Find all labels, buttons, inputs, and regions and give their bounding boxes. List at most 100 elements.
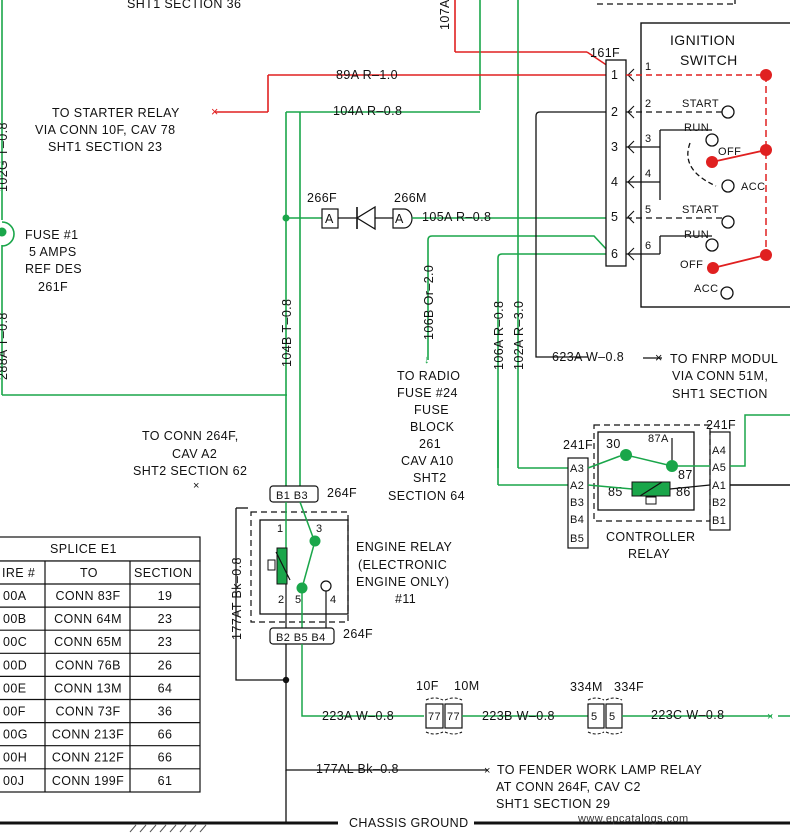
- label-102a: 102A R–3.0: [512, 301, 526, 370]
- engine-relay-l1: ENGINE RELAY: [356, 540, 453, 554]
- conn-264f-top: [269, 485, 319, 503]
- pin-2: 2: [611, 105, 618, 119]
- splice-h-2: SECTION: [134, 566, 192, 580]
- engine-relay-l4: #11: [395, 592, 416, 606]
- splice-h-1: TO: [80, 566, 98, 580]
- conn-161f: [605, 59, 627, 267]
- splice-cell: CONN 212F: [52, 751, 124, 765]
- svg-text:↓: ↓: [424, 354, 430, 366]
- top-section-ref: SHT1 SECTION 36: [127, 0, 241, 11]
- svg-text:3: 3: [316, 523, 323, 535]
- svg-text:3: 3: [645, 133, 652, 145]
- conn-241f-left: [567, 457, 589, 549]
- label-106a: 106A R–0.8: [492, 301, 506, 370]
- svg-text:5: 5: [645, 204, 652, 216]
- ignition-title-1: IGNITION: [670, 32, 735, 48]
- svg-text:B5: B5: [570, 533, 584, 545]
- svg-text:B2 B5 B4: B2 B5 B4: [276, 632, 326, 644]
- fuse1-l3: REF DES: [25, 262, 82, 276]
- splice-title: SPLICE E1: [50, 542, 117, 556]
- ign-run-a: RUN: [684, 122, 709, 134]
- svg-text:87: 87: [678, 468, 693, 482]
- wire-223a: [301, 644, 424, 717]
- engine-relay-coil: [276, 547, 288, 585]
- splice-cell: 19: [158, 589, 173, 603]
- svg-text:30: 30: [606, 437, 621, 451]
- svg-text:4: 4: [330, 594, 337, 606]
- svg-text:A3: A3: [570, 463, 584, 475]
- ign-start-b: START: [682, 204, 719, 216]
- pin-1: 1: [611, 68, 618, 82]
- conn264-l1: TO CONN 264F,: [142, 429, 239, 443]
- svg-text:77: 77: [447, 711, 460, 723]
- svg-text:6: 6: [645, 240, 652, 252]
- ign-off-a: [706, 156, 718, 168]
- splice-cell: CONN 65M: [54, 635, 122, 649]
- conn264-l2: CAV A2: [172, 447, 217, 461]
- conn264-l3: SHT2 SECTION 62: [133, 464, 247, 478]
- fnrp-l3: SHT1 SECTION: [672, 387, 768, 401]
- label-177al: 177AL Bk–0.8: [316, 762, 399, 776]
- ign-off-a-label: OFF: [718, 146, 741, 158]
- svg-text:334F: 334F: [614, 680, 644, 694]
- splice-h-0: IRE #: [2, 566, 35, 580]
- splice-cell: 26: [158, 658, 173, 672]
- fnrp-l1: TO FNRP MODUL: [670, 352, 778, 366]
- svg-text:10M: 10M: [454, 679, 480, 693]
- fender-l2: AT CONN 264F, CAV C2: [496, 780, 641, 794]
- svg-text:×: ×: [193, 480, 200, 492]
- ign-start-a: START: [682, 98, 719, 110]
- svg-text:A4: A4: [712, 445, 726, 457]
- svg-text:334M: 334M: [570, 680, 603, 694]
- label-223b: 223B W–0.8: [482, 709, 555, 723]
- svg-text:×: ×: [484, 765, 491, 777]
- splice-cell: CONN 13M: [54, 681, 122, 695]
- svg-text:264F: 264F: [343, 627, 373, 641]
- splice-cell: 00E: [3, 681, 26, 695]
- engine-relay-l2: (ELECTRONIC: [358, 558, 447, 572]
- radio-l4: BLOCK: [410, 420, 455, 434]
- conn-161f-chevrons: [627, 68, 635, 261]
- svg-text:B3: B3: [570, 497, 584, 509]
- watermark: www.epcatalogs.com: [577, 813, 689, 825]
- svg-text:264F: 264F: [327, 486, 357, 500]
- label-104a: 104A R–0.8: [333, 104, 402, 118]
- conn-266m-pin: A: [395, 212, 404, 226]
- label-177at: 177AT Bk–0.8: [230, 557, 244, 640]
- chassis-ground-label: CHASSIS GROUND: [349, 816, 469, 830]
- fuse1-l1: FUSE #1: [25, 228, 79, 242]
- splice-cell: 23: [158, 612, 173, 626]
- label-223a: 223A W–0.8: [322, 709, 394, 723]
- label-105a: 105A R–0.8: [422, 210, 491, 224]
- conn-266m: [392, 208, 413, 229]
- ign-off-b: [707, 262, 719, 274]
- ign-acc-a: ACC: [741, 181, 765, 193]
- label-223c: 223C W–0.8: [651, 708, 724, 722]
- radio-l8: SECTION 64: [388, 489, 465, 503]
- fuse1-symbol: [1, 221, 15, 247]
- pin-6: 6: [611, 247, 618, 261]
- svg-text:1: 1: [277, 523, 284, 535]
- ign-off-b-label: OFF: [680, 259, 703, 271]
- fender-l1: TO FENDER WORK LAMP RELAY: [497, 763, 702, 777]
- fuse1-node: [0, 227, 7, 237]
- svg-text:4: 4: [645, 168, 652, 180]
- ground-hatch: [129, 824, 207, 833]
- starter-x: ×: [211, 105, 219, 119]
- svg-text:87A: 87A: [648, 433, 669, 445]
- splice-cell: 66: [158, 728, 173, 742]
- label-89a: 89A R–1.0: [336, 68, 398, 82]
- starter-l3: SHT1 SECTION 23: [48, 140, 162, 154]
- fnrp-l2: VIA CONN 51M,: [672, 369, 768, 383]
- wire-106a: [497, 253, 606, 468]
- fuse1-l2: 5 AMPS: [29, 245, 77, 259]
- label-106b: 106B Or–2.0: [422, 265, 436, 340]
- splice-cell: 00F: [3, 705, 26, 719]
- splice-cell: 61: [158, 774, 173, 788]
- svg-text:B2: B2: [712, 497, 726, 509]
- conn-266m-label: 266M: [394, 191, 427, 205]
- engine-relay-body: [259, 519, 349, 615]
- splice-cell: CONN 76B: [55, 658, 121, 672]
